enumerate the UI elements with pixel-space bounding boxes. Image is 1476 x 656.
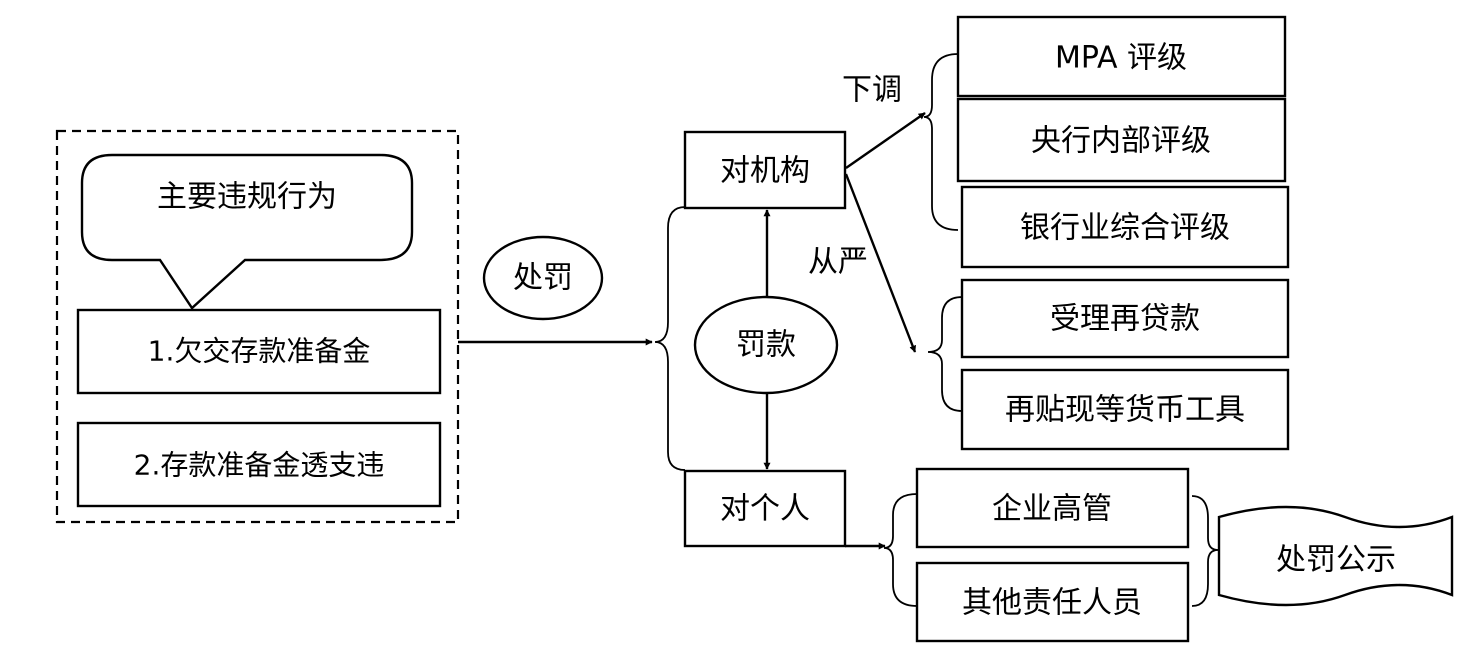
- rating-box-1: [956, 15, 1287, 98]
- rating-item-1: MPA 评级: [1055, 41, 1187, 76]
- rating-box-3: [960, 185, 1290, 269]
- penalty-label: 处罚: [513, 261, 573, 296]
- tool-item-1: 受理再贷款: [1050, 302, 1200, 337]
- person-box-2: [915, 561, 1190, 643]
- institution-label: 对机构: [720, 154, 810, 189]
- persons-brace: [883, 493, 918, 607]
- violations-container: [55, 129, 460, 524]
- tool-box-1: [960, 278, 1290, 359]
- violations-title: 主要违规行为: [157, 180, 337, 215]
- violation-box-2: [76, 421, 442, 508]
- violation-item-2: 2.存款准备金透支违: [134, 449, 385, 482]
- rating-box-2: [956, 97, 1287, 183]
- publicity-document: [1217, 505, 1454, 607]
- tool-item-2: 再贴现等货币工具: [1005, 393, 1245, 428]
- strict-arrow: [844, 173, 917, 353]
- individual-label: 对个人: [720, 492, 810, 527]
- downgrade-arrow: [845, 112, 926, 169]
- tools-brace: [927, 296, 963, 412]
- fine-label: 罚款: [736, 328, 796, 363]
- rating-item-3: 银行业综合评级: [1020, 211, 1230, 246]
- violations-title-callout: [80, 153, 414, 310]
- ratings-brace: [923, 53, 959, 231]
- person-box-1: [915, 467, 1190, 549]
- violation-box-1: [76, 308, 442, 395]
- individual-box: [683, 469, 847, 548]
- institution-box: [683, 130, 847, 210]
- downgrade-label: 下调: [842, 73, 902, 108]
- penalty-brace: [654, 206, 686, 471]
- penalty-ellipse: [482, 235, 604, 321]
- fine-ellipse: [693, 295, 839, 395]
- person-item-2: 其他责任人员: [962, 586, 1142, 621]
- publicity-label: 处罚公示: [1276, 543, 1396, 578]
- tool-box-2: [960, 368, 1290, 451]
- publicity-brace: [1191, 495, 1219, 607]
- violation-item-1: 1.欠交存款准备金: [148, 335, 371, 368]
- person-item-1: 企业高管: [992, 492, 1112, 527]
- strict-label: 从严: [808, 245, 868, 280]
- rating-item-2: 央行内部评级: [1031, 124, 1211, 159]
